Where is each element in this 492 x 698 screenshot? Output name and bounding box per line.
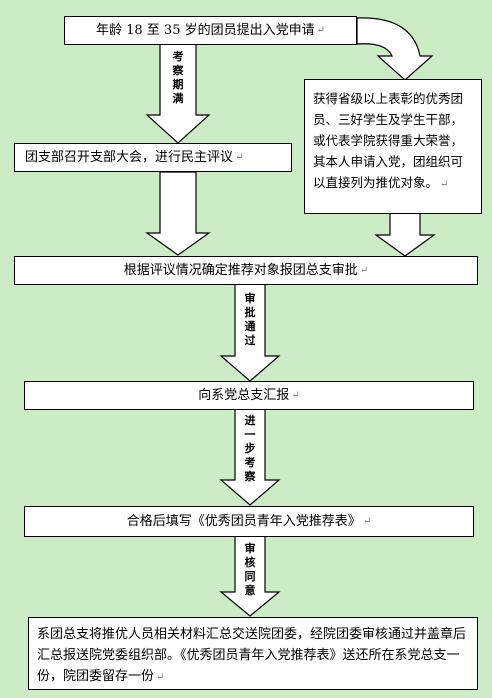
paragraph-mark: ↵ xyxy=(316,24,325,36)
edge-label-e3: 进一步考察 xyxy=(244,414,256,483)
node-meeting-text: 团支部召开支部大会，进行民主评议 xyxy=(25,149,234,165)
arrow-apply-to-meeting xyxy=(145,43,211,144)
node-determine: 根据评议情况确定推荐对象报团总支审批↵ xyxy=(14,256,478,285)
node-apply-text: 年龄 18 至 35 岁的团员提出入党申请 xyxy=(95,22,315,38)
node-apply: 年龄 18 至 35 岁的团员提出入党申请↵ xyxy=(64,16,357,45)
edge-label-e2: 审批通过 xyxy=(244,292,256,347)
arrow-side-to-determine xyxy=(374,212,436,257)
node-determine-text: 根据评议情况确定推荐对象报团总支审批 xyxy=(123,262,358,278)
paragraph-mark: ↵ xyxy=(362,515,372,527)
node-final-text: 系团总支将推优人员相关材料汇总交送院团委，经院团委审核通过并盖章后汇总报送院党委… xyxy=(37,627,467,684)
arrow-determine-to-report xyxy=(219,282,281,382)
node-side: 获得省级以上表彰的优秀团员、三好学生及学生干部，或代表学院获得重大荣誉，其本人申… xyxy=(304,79,482,214)
arrow-report-to-fill xyxy=(219,408,281,506)
node-fill-form-text: 合格后填写《优秀团员青年入党推荐表》 xyxy=(126,513,361,529)
arrow-apply-to-side xyxy=(356,17,434,81)
node-report: 向系党总支汇报↵ xyxy=(24,381,474,410)
node-side-text: 获得省级以上表彰的优秀团员、三好学生及学生干部，或代表学院获得重大荣誉，其本人申… xyxy=(313,91,464,190)
paragraph-mark: ↵ xyxy=(440,179,449,190)
node-final: 系团总支将推优人员相关材料汇总交送院团委，经院团委审核通过并盖章后汇总报送院党委… xyxy=(28,617,478,690)
paragraph-mark: ↵ xyxy=(359,264,369,276)
arrow-meeting-to-determine xyxy=(145,171,211,256)
paragraph-mark: ↵ xyxy=(235,151,244,163)
paragraph-mark: ↵ xyxy=(291,389,300,401)
edge-label-e4: 审核同意 xyxy=(244,542,256,597)
node-report-text: 向系党总支汇报 xyxy=(198,387,290,403)
arrow-fill-to-final xyxy=(219,535,281,617)
node-meeting: 团支部召开支部大会，进行民主评议↵ xyxy=(14,143,292,172)
node-fill-form: 合格后填写《优秀团员青年入党推荐表》↵ xyxy=(24,506,474,537)
edge-label-e1: 考察期满 xyxy=(172,50,184,105)
paragraph-mark: ↵ xyxy=(156,672,165,683)
